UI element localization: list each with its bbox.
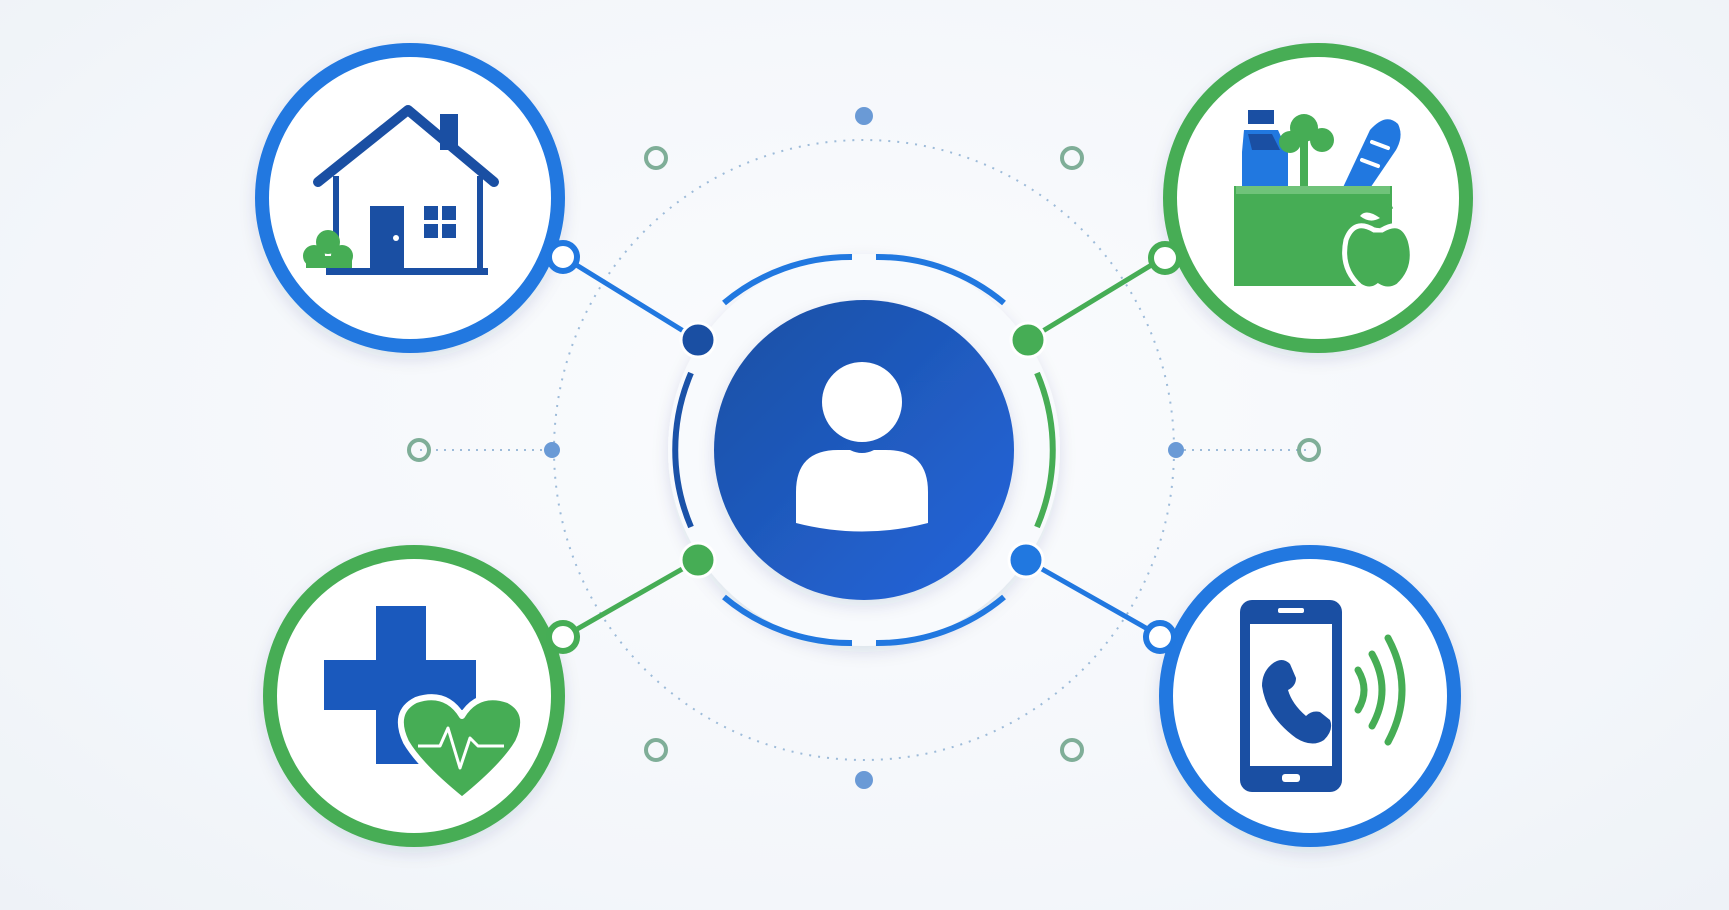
- spoke-food: [1025, 255, 1166, 343]
- orbit-dot-left: [544, 442, 560, 458]
- orbit-dots: [544, 107, 1184, 789]
- hub-core: [714, 300, 1014, 600]
- satellite-dot-far-right: [1297, 438, 1321, 462]
- phone-call-icon: [1240, 600, 1406, 792]
- groceries-icon: [1234, 110, 1415, 292]
- satellite-dot-bottom-left: [644, 738, 668, 762]
- satellite-dots: [407, 146, 1321, 762]
- hub-connector-dots: [679, 321, 1047, 579]
- ring-segment-left: [672, 371, 694, 529]
- medical-heart-icon: [324, 606, 527, 803]
- ring-segment-bottom-right: [875, 594, 1006, 647]
- person-icon: [796, 362, 928, 532]
- hub-ring-segments: [672, 253, 1056, 647]
- node-food: [1148, 43, 1473, 353]
- node-housing: [255, 43, 580, 353]
- orbit-dot-right: [1168, 442, 1184, 458]
- satellite-dot-top-right: [1060, 146, 1084, 170]
- spoke-healthcare: [562, 557, 701, 639]
- spokes: [562, 255, 1166, 639]
- ring-segment-right: [1034, 371, 1056, 529]
- spoke-communication: [1023, 557, 1163, 639]
- node-communication-connector: [1143, 620, 1177, 654]
- ring-segment-bottom-left: [722, 594, 853, 647]
- node-housing-ring: [255, 43, 565, 353]
- satellite-dot-top-left: [644, 146, 668, 170]
- node-healthcare: [263, 545, 580, 847]
- satellite-dot-bottom-right: [1060, 738, 1084, 762]
- hub-dot-bottom-right: [1007, 541, 1045, 579]
- orbit-dot-bottom: [855, 771, 873, 789]
- node-housing-connector: [546, 240, 580, 274]
- hub-dot-top-right: [1009, 321, 1047, 359]
- spoke-housing: [562, 255, 701, 343]
- node-communication: [1143, 545, 1461, 847]
- hub-dot-bottom-left: [679, 541, 717, 579]
- orbit-dot-top: [855, 107, 873, 125]
- hub-dot-top-left: [679, 321, 717, 359]
- ring-segment-top-right: [875, 253, 1006, 306]
- house-icon: [303, 105, 499, 275]
- satellite-dot-far-left: [407, 438, 431, 462]
- ring-segment-top-left: [722, 253, 853, 306]
- node-food-connector: [1148, 241, 1182, 275]
- node-healthcare-connector: [546, 620, 580, 654]
